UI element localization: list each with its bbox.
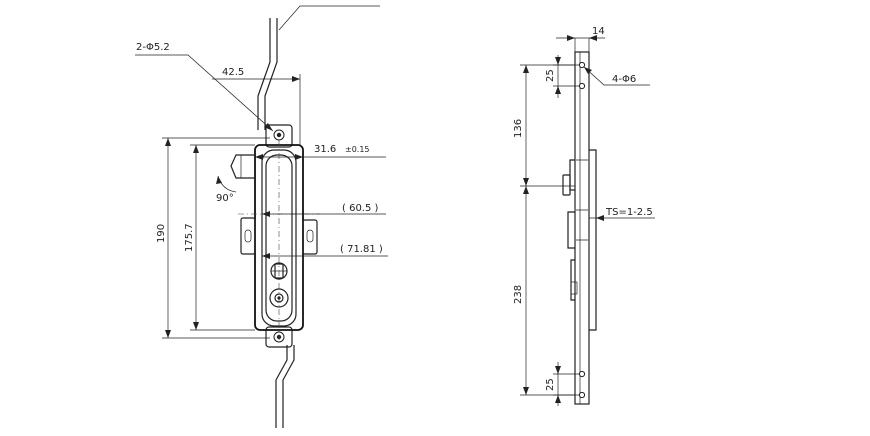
front-left-bracket (240, 217, 256, 255)
front-top-plate (265, 124, 293, 148)
side-dim-238: 238 (513, 285, 524, 304)
front-dim-42-5: 42.5 (222, 67, 244, 78)
side-hole-1 (578, 61, 586, 69)
side-dim-bottom-25: 25 (545, 378, 556, 391)
side-hole-2 (578, 82, 586, 90)
front-latch-tongue (230, 154, 255, 179)
front-right-bracket (302, 219, 318, 255)
front-top-leader (278, 5, 380, 31)
side-hole-callout: 4-Φ6 (612, 74, 636, 85)
front-dim-60-5: ( 60.5 ) (342, 203, 379, 214)
front-dim-angle: 90° (216, 193, 234, 204)
front-dim-175-7: 175.7 (184, 223, 195, 252)
side-dim-top-25: 25 (545, 69, 556, 82)
front-hole-callout: 2-Φ5.2 (136, 42, 170, 53)
front-dim-31-6-tol: ±0.15 (345, 145, 370, 154)
side-dim-ts: TS=1-2.5 (605, 207, 653, 218)
front-dim-190: 190 (156, 224, 167, 243)
front-dim-71-81: ( 71.81 ) (340, 244, 383, 255)
front-dim-31-6: 31.6 (314, 144, 336, 155)
side-hole-4 (578, 391, 586, 399)
side-hole-3 (578, 370, 586, 378)
front-cam-disc (269, 288, 289, 308)
front-top-rod (257, 18, 278, 130)
front-bottom-rod (275, 345, 295, 428)
side-dim-136: 136 (513, 119, 524, 138)
side-lock-body (589, 149, 597, 331)
side-dim-14: 14 (592, 26, 605, 37)
side-rod-strip (574, 51, 590, 405)
side-view: 14 25 4-Φ6 136 TS=1-2.5 238 (513, 26, 655, 406)
front-view: 2-Φ5.2 42.5 31.6 ±0.15 90° ( 60.5 ) ( 71… (135, 5, 388, 428)
